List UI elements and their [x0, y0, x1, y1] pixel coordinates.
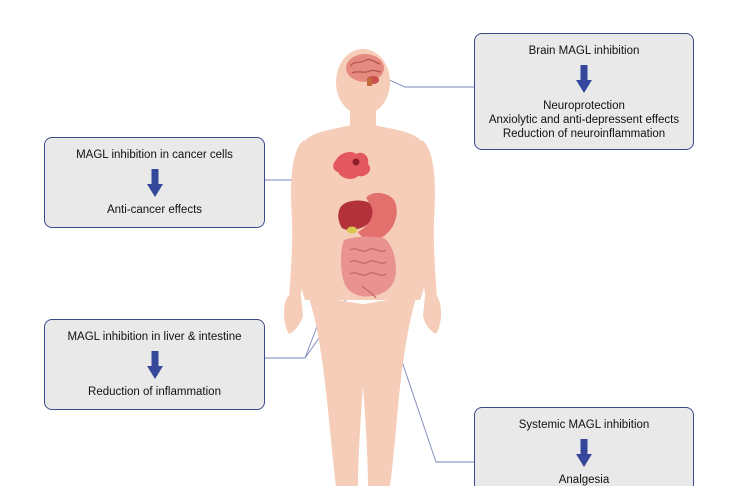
intestine-icon — [341, 236, 396, 299]
tumor-cell-icon — [333, 152, 371, 179]
down-arrow-icon — [576, 65, 592, 93]
cancer-callout-box: MAGL inhibition in cancer cells Anti-can… — [44, 137, 265, 228]
left-leg — [308, 295, 368, 486]
down-arrow-icon — [146, 169, 163, 197]
liver-icon — [338, 200, 376, 231]
systemic-callout-box: Systemic MAGL inhibition Analgesia — [474, 407, 694, 486]
stomach-icon — [358, 192, 397, 240]
brain-effect-1: Neuroprotection — [543, 100, 625, 112]
cancer-effect-1: Anti-cancer effects — [106, 204, 203, 216]
brain-icon — [346, 54, 384, 86]
systemic-effect-1: Analgesia — [558, 474, 610, 486]
left-arm — [289, 140, 312, 300]
cancer-callout-heading: MAGL inhibition in cancer cells — [76, 149, 233, 161]
left-hand — [283, 296, 303, 334]
right-arm — [414, 140, 437, 300]
right-leg — [358, 295, 417, 486]
brain-connector — [386, 78, 474, 88]
brain-effect-2: Anxiolytic and anti-depressent effects — [488, 114, 680, 126]
brain-callout-heading: Brain MAGL inhibition — [528, 45, 640, 57]
gallbladder-icon — [347, 226, 357, 234]
down-arrow-icon — [576, 439, 592, 467]
brain-effect-3: Reduction of neuroinflammation — [502, 128, 666, 140]
down-arrow-icon — [146, 351, 163, 379]
liver-intestine-callout-box: MAGL inhibition in liver & intestine Red… — [44, 319, 265, 410]
brain-callout-box: Brain MAGL inhibition Neuroprotection An… — [474, 33, 694, 150]
systemic-callout-heading: Systemic MAGL inhibition — [518, 419, 650, 431]
right-hand — [423, 296, 442, 334]
systemic-connector — [389, 325, 474, 463]
liver-effect-1: Reduction of inflammation — [88, 386, 221, 398]
liver-callout-heading: MAGL inhibition in liver & intestine — [67, 331, 242, 343]
